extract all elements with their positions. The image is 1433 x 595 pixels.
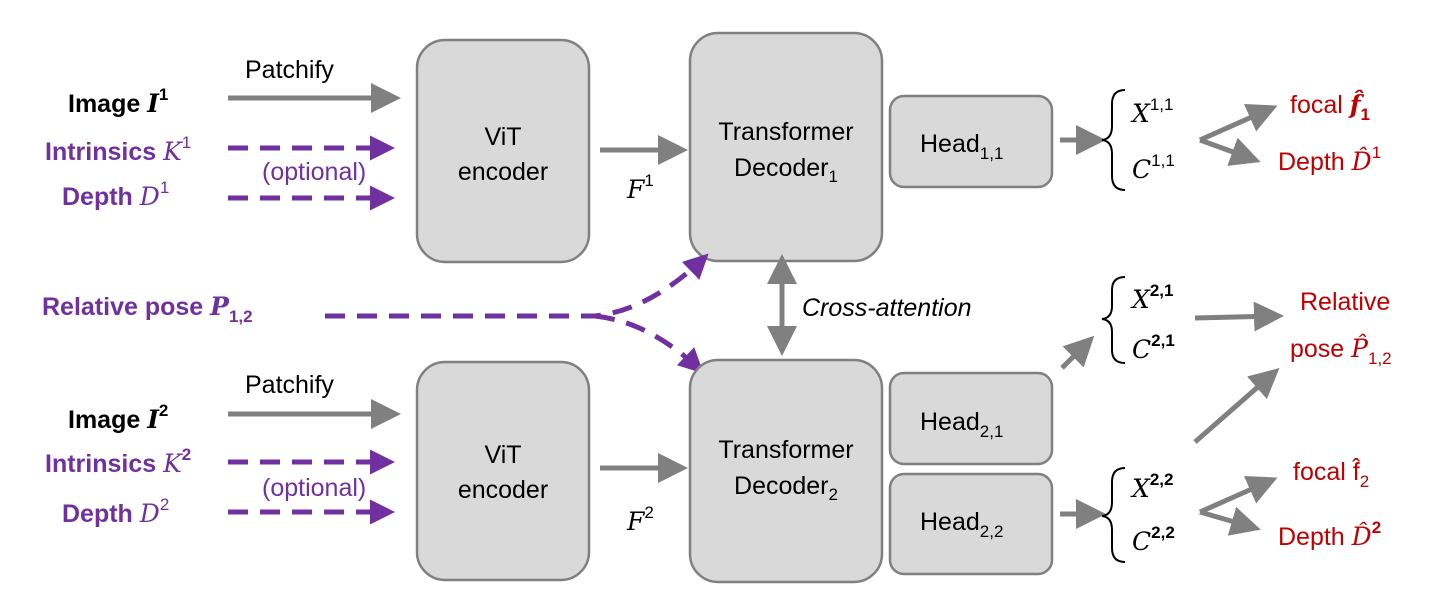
- optional-label-2: (optional): [262, 474, 366, 502]
- vit-encoder-1-subtitle: encoder: [458, 158, 548, 186]
- focal-1-arrow: [1198, 104, 1278, 143]
- output-x11: X1,1: [1130, 95, 1173, 128]
- intrinsics-1-label: Intrinsics K1: [45, 133, 191, 166]
- patchify-label-1: Patchify: [245, 56, 334, 84]
- decoder-1-title: Transformer: [718, 118, 853, 146]
- relative-pose-output-line1: Relative: [1300, 288, 1390, 316]
- head-1-1-label: Head1,1: [920, 130, 1003, 163]
- depth-2-label: Depth D2: [62, 495, 169, 528]
- output-x21: X2,1: [1130, 281, 1173, 314]
- focal-1-output: focal f̂1: [1290, 90, 1370, 124]
- image-2-label: Image I2: [68, 401, 168, 434]
- relative-pose-label: Relative pose P1,2: [42, 292, 253, 326]
- optional-label-1: (optional): [262, 158, 366, 186]
- transformer-decoder-2: [688, 358, 884, 584]
- depth-1-arrow: [1199, 137, 1261, 166]
- head-2-2: [888, 472, 1054, 576]
- transformer-decoder-1: [688, 31, 884, 263]
- head-1-1: [888, 94, 1054, 189]
- feature-1-label: F1: [626, 171, 654, 204]
- output-brace-2: [1101, 276, 1126, 364]
- focal-2-arrow: [1198, 476, 1278, 515]
- vit-encoder-1: [415, 38, 591, 264]
- output-brace-3: [1101, 467, 1126, 563]
- output-x22: X2,2: [1130, 470, 1173, 503]
- relative-pose-x22-arrow: [1193, 368, 1280, 444]
- output-c22: C2,2: [1132, 523, 1175, 556]
- vit-encoder-1-title: ViT: [484, 123, 521, 151]
- depth-2-output: Depth D̂2: [1278, 518, 1381, 551]
- output-brace-1: [1101, 89, 1126, 191]
- decoder-2-title: Transformer: [718, 436, 853, 464]
- relative-pose-output-line2: pose P̂1,2: [1290, 334, 1392, 368]
- patchify-label-2: Patchify: [245, 371, 334, 399]
- vit-encoder-2-subtitle: encoder: [458, 476, 548, 504]
- head-2-1-label: Head2,1: [920, 408, 1003, 441]
- head-2-1-arrow: [1060, 335, 1095, 370]
- relative-pose-x21-arrow: [1194, 301, 1284, 332]
- image-1-label: Image I1: [68, 85, 168, 118]
- depth-2-arrow: [1199, 506, 1261, 536]
- output-c11: C1,1: [1132, 151, 1175, 184]
- intrinsics-2-label: Intrinsics K2: [45, 445, 191, 478]
- vit-encoder-2: [415, 360, 591, 582]
- vit-encoder-2-title: ViT: [484, 441, 521, 469]
- feature-2-label: F2: [626, 503, 654, 536]
- focal-2-output: focal f̂2: [1293, 457, 1369, 491]
- cross-attention-label: Cross-attention: [802, 294, 972, 322]
- depth-1-label: Depth D1: [62, 178, 169, 211]
- head-2-1: [888, 371, 1054, 466]
- output-c21: C2,1: [1132, 331, 1175, 364]
- depth-1-output: Depth D̂1: [1278, 143, 1381, 176]
- relative-pose-arrow-down: [594, 313, 704, 374]
- head-2-2-label: Head2,2: [920, 508, 1003, 541]
- decoder-2-subtitle: Decoder2: [734, 472, 838, 504]
- relative-pose-arrow-up: [325, 253, 709, 319]
- decoder-1-subtitle: Decoder1: [734, 154, 838, 186]
